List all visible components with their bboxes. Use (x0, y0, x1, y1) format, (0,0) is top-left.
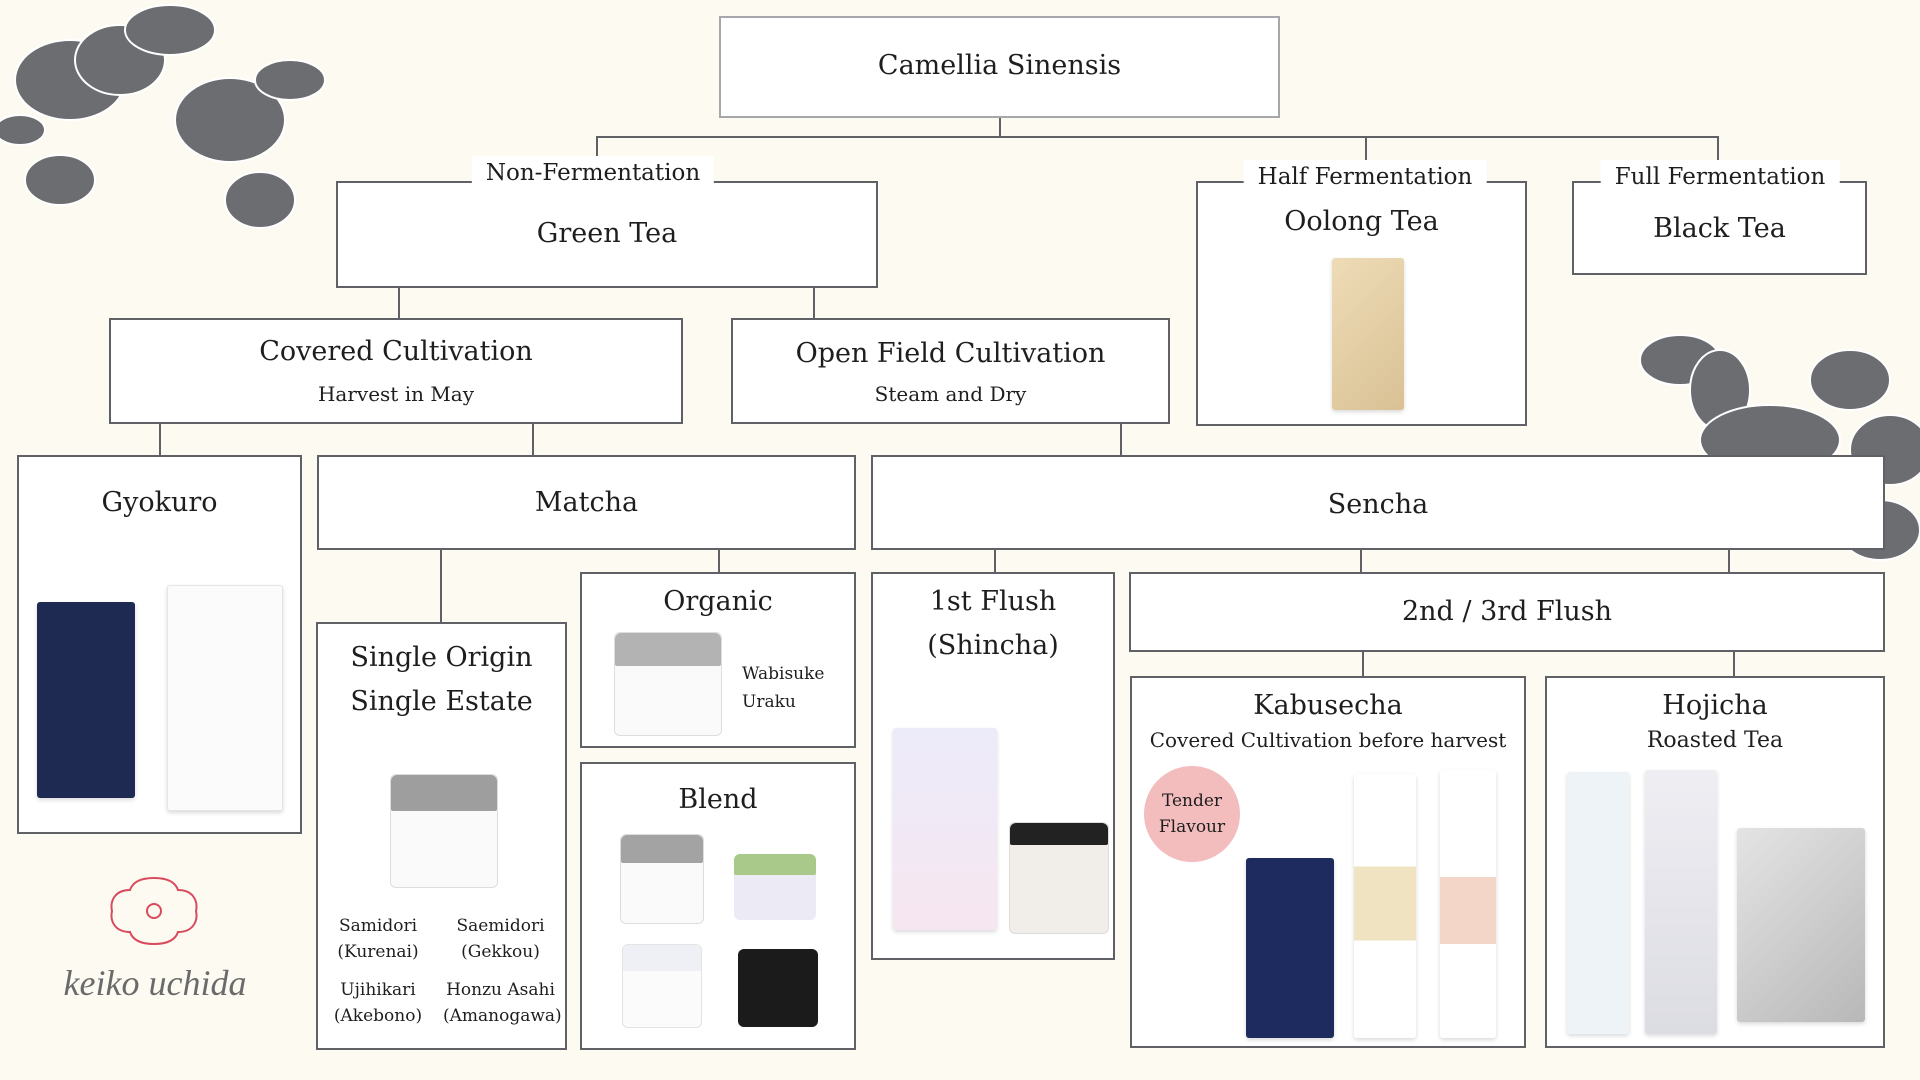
connector (1120, 424, 1122, 455)
node-title: Green Tea (536, 218, 678, 249)
node-title: Hojicha (1662, 690, 1768, 721)
blend-can-black (738, 949, 818, 1027)
node-subtitle: Roasted Tea (1646, 728, 1784, 753)
node-title: Gyokuro (101, 487, 218, 518)
oolong-package-image (1332, 258, 1404, 410)
node-oolong-tea: Oolong Tea (1196, 181, 1527, 426)
connector (440, 550, 442, 622)
category-label-half-fermentation: Half Fermentation (1243, 160, 1487, 194)
connector (1728, 550, 1730, 572)
node-organic: Organic Wabisuke Uraku (580, 572, 856, 748)
node-open-field-cultivation: Open Field Cultivation Steam and Dry (731, 318, 1170, 424)
node-subtitle: Steam and Dry (874, 382, 1027, 406)
organic-matcha-can (614, 632, 722, 736)
kabusecha-package-navy (1246, 858, 1334, 1038)
node-title: Oolong Tea (1284, 206, 1439, 237)
node-title: Blend (678, 784, 758, 815)
node-title: (Shincha) (927, 630, 1059, 661)
connector (999, 118, 1001, 138)
node-title: Open Field Cultivation (795, 338, 1106, 369)
node-title: Covered Cultivation (259, 336, 533, 367)
gyokuro-package-navy (37, 602, 135, 798)
node-subtitle: Harvest in May (317, 382, 475, 406)
shincha-package (893, 728, 997, 930)
node-single-origin: Single Origin Single Estate Samidori (Ku… (316, 622, 567, 1050)
organic-item: Wabisuke (742, 664, 825, 684)
node-2nd-3rd-flush: 2nd / 3rd Flush (1129, 572, 1885, 652)
node-title: Kabusecha (1253, 690, 1403, 721)
blend-can-harukaze (620, 834, 704, 924)
connector (596, 136, 1719, 138)
blend-can-unkaku (622, 944, 702, 1028)
variety-name: Samidori (338, 916, 418, 936)
node-1st-flush: 1st Flush (Shincha) (871, 572, 1115, 960)
tender-flavour-badge: Tender Flavour (1144, 766, 1240, 862)
badge-text: Tender (1161, 791, 1223, 811)
node-title: Camellia Sinensis (877, 50, 1122, 81)
node-matcha: Matcha (317, 455, 856, 550)
variety-alias: (Kurenai) (337, 942, 419, 962)
brand-name: keiko uchida (63, 963, 247, 1003)
connector (1365, 136, 1367, 166)
node-title: Black Tea (1653, 213, 1786, 244)
connector (718, 550, 720, 572)
camellia-illustration-top-left (0, 4, 326, 229)
node-covered-cultivation: Covered Cultivation Harvest in May (109, 318, 683, 424)
node-subtitle: Covered Cultivation before harvest (1149, 728, 1507, 752)
shirohime-can (1009, 822, 1109, 934)
badge-text: Flavour (1158, 817, 1226, 837)
connector (532, 424, 534, 455)
node-camellia-sinensis: Camellia Sinensis (719, 16, 1280, 118)
blend-can-kinrin (734, 854, 816, 920)
node-title: Sencha (1327, 489, 1429, 520)
node-kabusecha: Kabusecha Covered Cultivation before har… (1130, 676, 1526, 1048)
node-sencha: Sencha (871, 455, 1885, 550)
node-title: 2nd / 3rd Flush (1401, 596, 1613, 627)
node-title: 1st Flush (929, 586, 1057, 617)
variety-alias: (Gekkou) (461, 942, 540, 962)
camellia-illustration-right (1639, 334, 1920, 561)
connector (159, 424, 161, 455)
connector (813, 288, 815, 318)
keiko-uchida-logo-icon (110, 876, 198, 946)
connector (1360, 550, 1362, 572)
node-black-tea: Black Tea (1572, 181, 1867, 275)
connector (994, 550, 996, 572)
hojicha-package-ippodo (1645, 770, 1717, 1034)
organic-item: Uraku (742, 692, 796, 712)
node-hojicha: Hojicha Roasted Tea (1545, 676, 1885, 1048)
hojicha-package-silver-pouch (1737, 828, 1865, 1022)
node-title: Matcha (534, 487, 639, 518)
category-label-non-fermentation: Non-Fermentation (471, 156, 715, 190)
variety-alias: (Akebono) (333, 1006, 423, 1026)
kabusecha-package-takachiho (1354, 774, 1416, 1038)
category-label-full-fermentation: Full Fermentation (1600, 160, 1840, 194)
connector (1733, 651, 1735, 676)
node-title: Organic (663, 586, 773, 617)
variety-name: Saemidori (456, 916, 545, 936)
connector (398, 288, 400, 318)
connector (596, 136, 598, 166)
variety-name: Honzu Asahi (446, 980, 555, 1000)
node-gyokuro: Gyokuro (17, 455, 302, 834)
connector (1362, 651, 1364, 676)
variety-name: Ujihikari (340, 980, 416, 1000)
node-blend: Blend (580, 762, 856, 1050)
kabusecha-package-hojicha (1440, 770, 1496, 1038)
node-title: Single Estate (350, 686, 533, 717)
connector (1717, 136, 1719, 166)
single-origin-matcha-can (390, 774, 498, 888)
variety-alias: (Amanogawa) (443, 1006, 562, 1026)
node-title: Single Origin (350, 642, 533, 673)
node-green-tea: Green Tea (336, 181, 878, 288)
gyokuro-package-white (167, 585, 283, 811)
hojicha-package-kuki (1567, 772, 1629, 1034)
